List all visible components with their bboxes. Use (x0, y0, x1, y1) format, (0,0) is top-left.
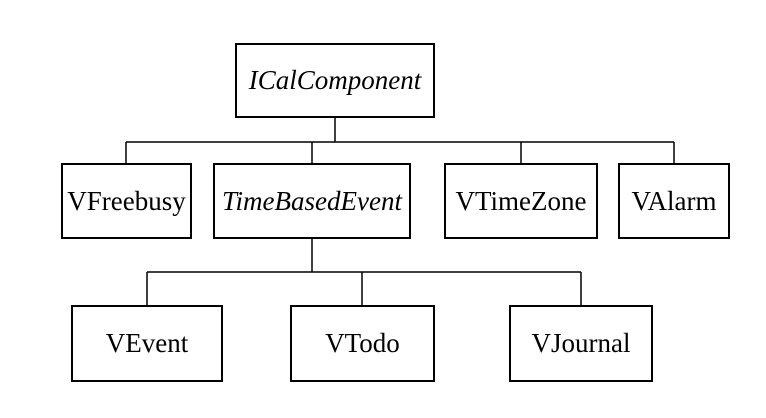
class-node-vevent: VEvent (71, 305, 223, 382)
class-node-vjournal: VJournal (509, 305, 653, 382)
class-node-valarm: VAlarm (618, 163, 730, 239)
class-label: ICalComponent (248, 65, 422, 95)
class-label: TimeBasedEvent (222, 185, 402, 216)
class-node-icalcomponent: ICalComponent (235, 43, 435, 118)
class-node-vtodo: VTodo (290, 305, 435, 382)
class-label: VTimeZone (455, 185, 587, 216)
class-node-vtimezone: VTimeZone (444, 163, 598, 239)
class-label: VEvent (105, 328, 189, 358)
class-label: VFreebusy (67, 185, 186, 216)
class-label: VAlarm (631, 185, 717, 216)
class-node-timebasedevent: TimeBasedEvent (213, 163, 411, 239)
class-node-vfreebusy: VFreebusy (61, 163, 192, 239)
class-label: VJournal (531, 328, 631, 358)
class-label: VTodo (325, 328, 400, 358)
